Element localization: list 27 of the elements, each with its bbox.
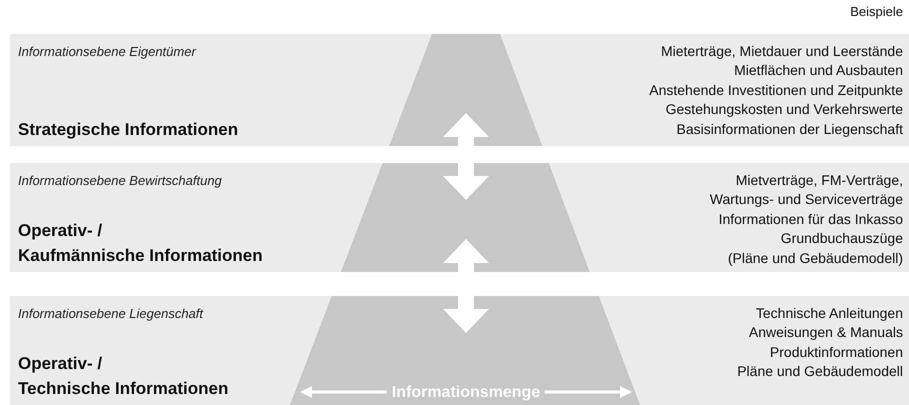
example-text: Basisinformationen der Liegenschaft — [676, 120, 903, 139]
example-text: Informationen für das Inkasso — [718, 210, 903, 229]
level-heading: Informationsebene Liegenschaft — [18, 306, 204, 321]
level-band — [10, 163, 909, 272]
level-title: Operativ- / Technische Informationen — [18, 353, 228, 400]
example-text: (Pläne und Gebäudemodell) — [728, 248, 903, 268]
example-text: Gestehungskosten und Verkehrswerte — [666, 100, 903, 120]
example-text: Technische Anleitungen — [756, 304, 903, 323]
level-title: Strategische Informationen — [18, 119, 238, 141]
example-text: Anstehende Investitionen und Zeitpunkte — [649, 80, 903, 100]
column-heading: Beispiele — [850, 4, 903, 19]
example-text: Wartungs- und Serviceverträge — [710, 190, 903, 210]
example-text: Mieterträge, Mietdauer und Leerstände — [660, 42, 903, 61]
example-text: Pläne und Gebäudemodell — [737, 362, 903, 382]
level-band — [10, 34, 909, 146]
example-text: Mietflächen und Ausbauten — [734, 61, 903, 80]
example-text: Anweisungen & Manuals — [748, 323, 903, 342]
example-text: Grundbuchauszüge — [780, 229, 903, 248]
level-heading: Informationsebene Bewirtschaftung — [18, 173, 222, 188]
level-title: Operativ- / Kaufmännische Informationen — [18, 220, 263, 267]
level-heading: Informationsebene Eigentümer — [18, 44, 196, 59]
level-band — [10, 296, 909, 405]
double-arrow — [443, 239, 489, 333]
example-text: Produktinformationen — [770, 342, 903, 362]
double-arrow — [443, 113, 489, 200]
example-text: Mietverträge, FM-Verträge, — [736, 171, 903, 190]
dimension-label: Informationsmenge — [386, 383, 546, 402]
